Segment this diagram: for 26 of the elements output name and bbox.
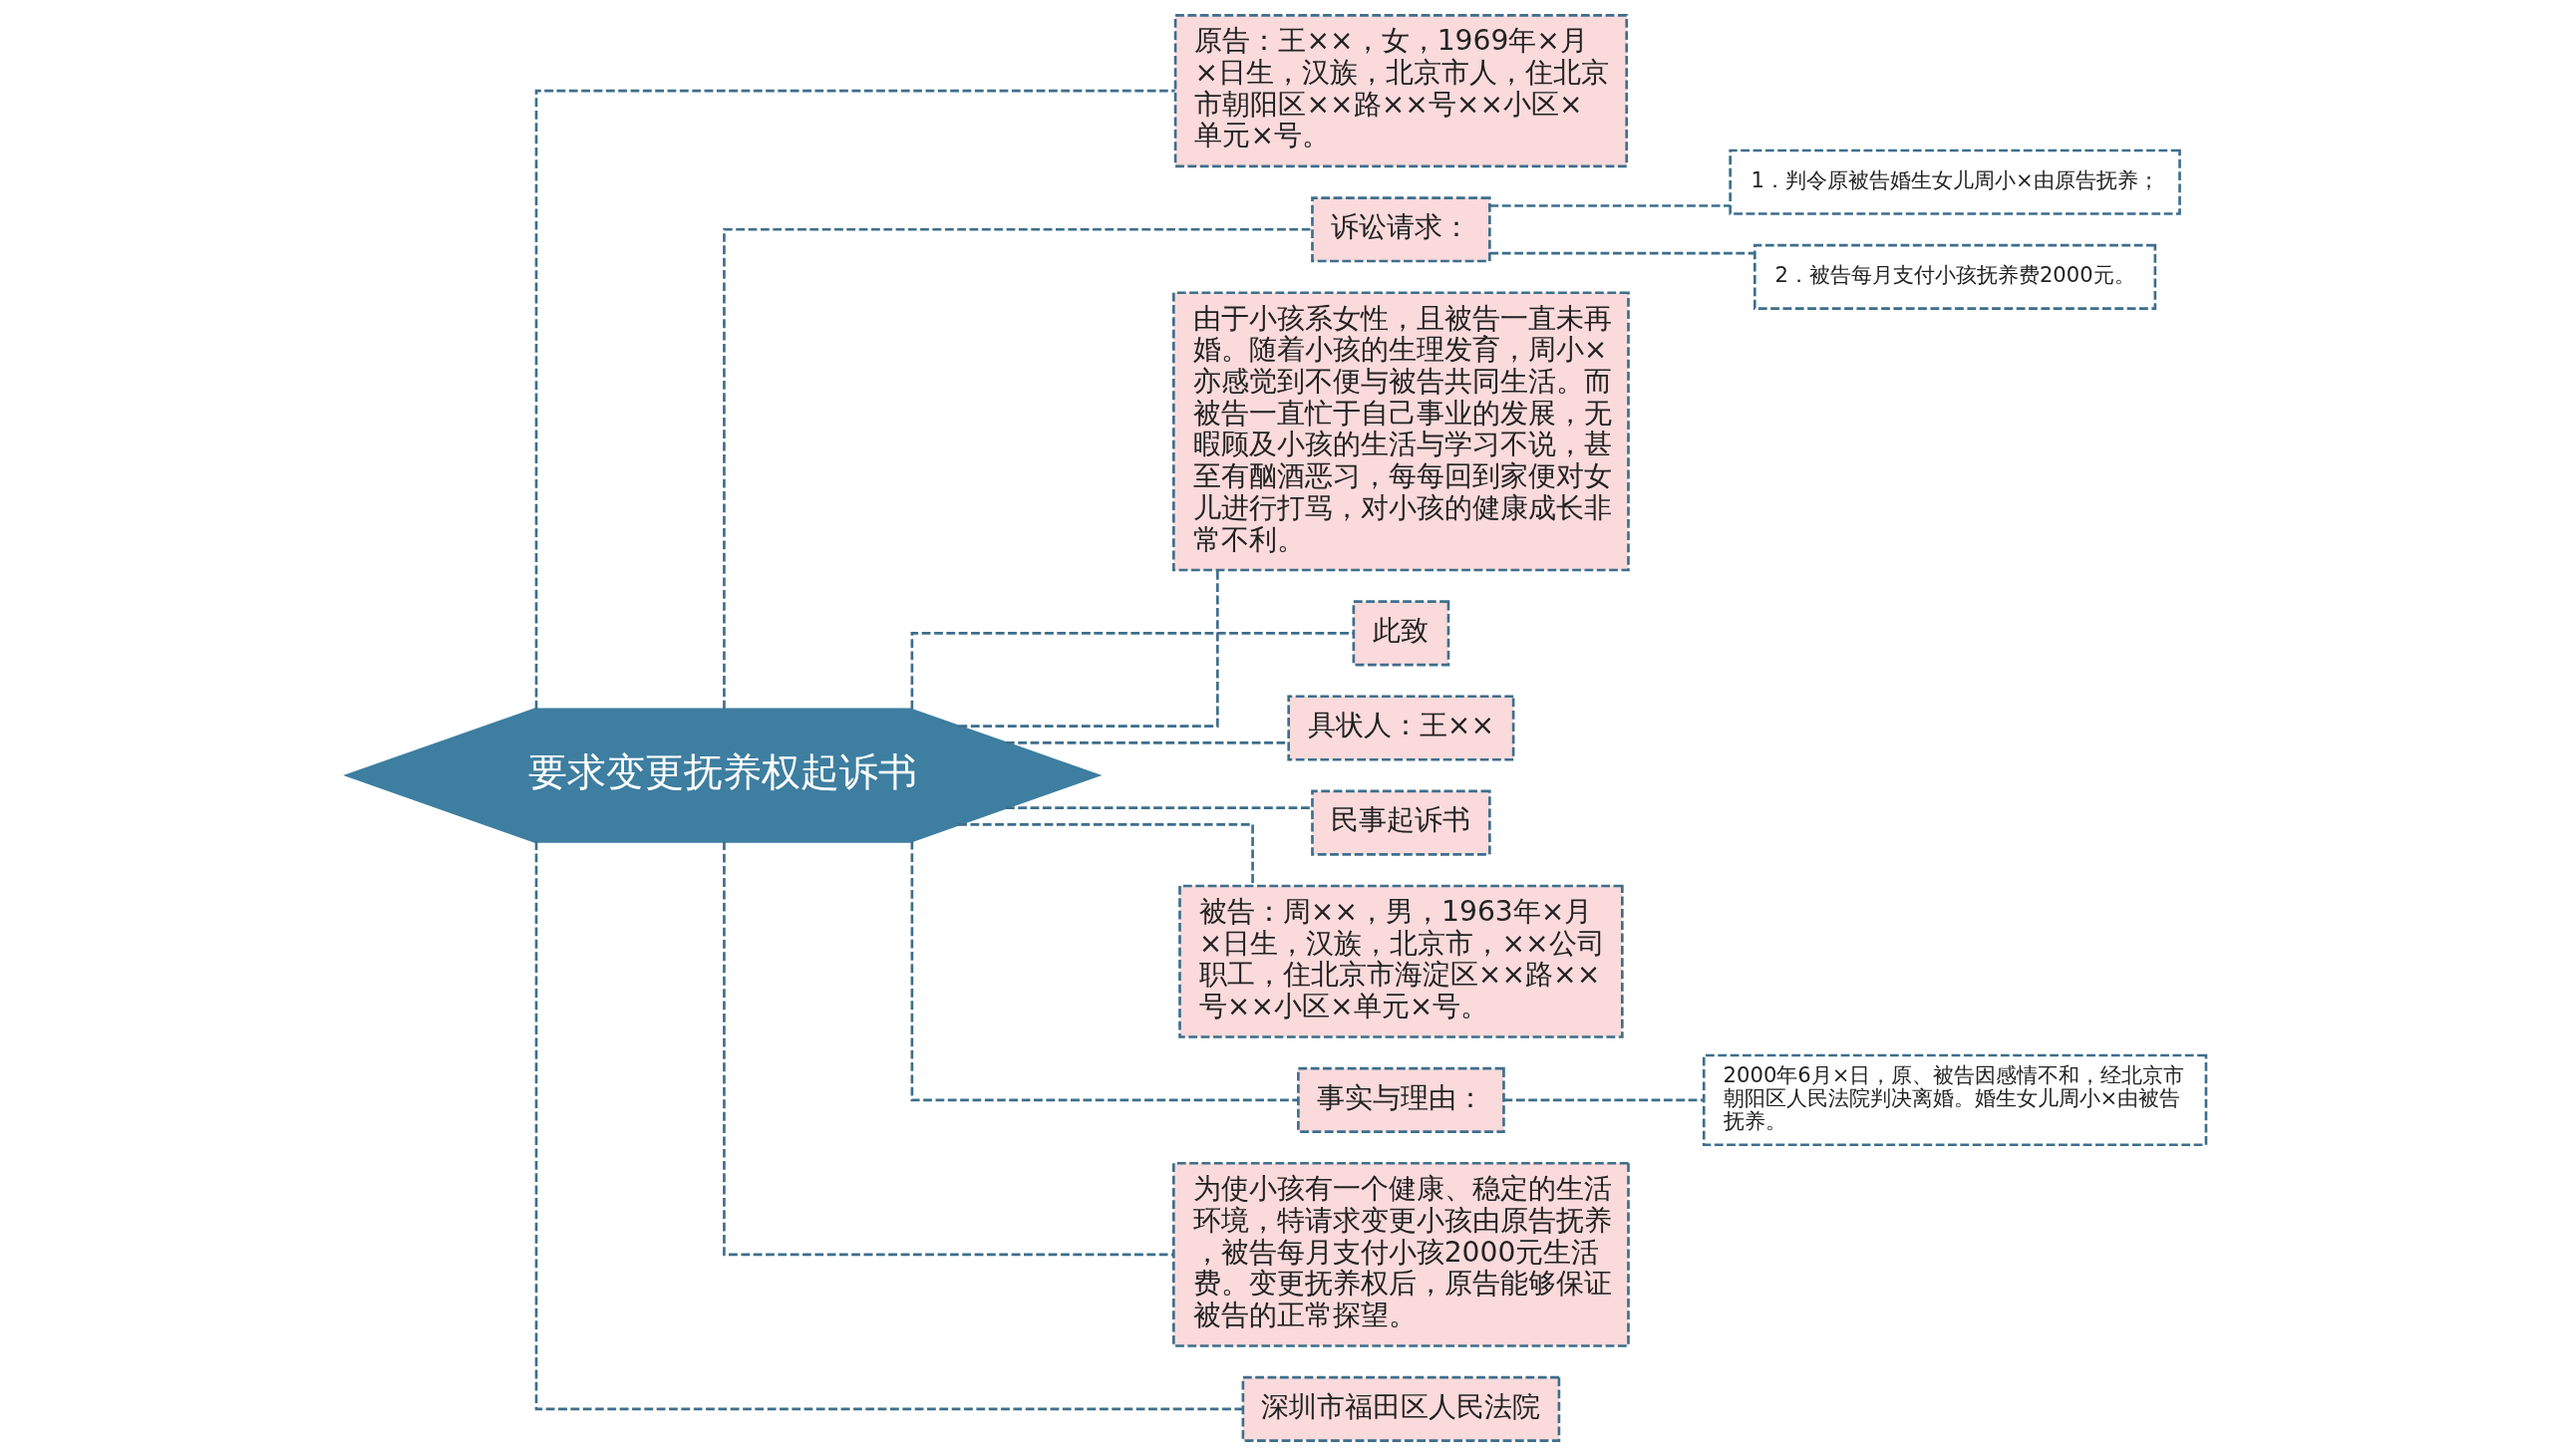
connector xyxy=(1489,204,1730,207)
connector xyxy=(1489,251,1754,255)
node-box: 事实与理由： xyxy=(1296,1066,1505,1133)
node-box: 深圳市福田区人民法院 xyxy=(1241,1375,1560,1442)
connector xyxy=(910,841,1298,1102)
connector xyxy=(534,89,1175,710)
node-box: 原告：王××，女，1969年×月×日生，汉族，北京市人，住北京市朝阳区××路××号××小区×单元×号。 xyxy=(1173,14,1628,168)
connector xyxy=(1005,806,1312,809)
node-box: 2．被告每月支付小孩抚养费2000元。 xyxy=(1753,243,2156,310)
node-box: 1．判令原被告婚生女儿周小×由原告抚养； xyxy=(1728,148,2181,215)
node-box: 具状人：王×× xyxy=(1286,695,1514,761)
connector xyxy=(910,632,1353,710)
node-box: 由于小孩系女性，且被告一直未再婚。随着小孩的生理发育，周小×亦感觉到不便与被告共同生活。而被告一直忙于自己事业的发展，无暇顾及小孩的生活与学习不说，甚至有酗酒恶习，每每回到家便对女儿进行打骂，对小孩的健康成长非常不利。 xyxy=(1171,291,1630,572)
node-box: 2000年6月×日，原、被告因感情不和，经北京市朝阳区人民法院判决离婚。婚生女儿周小×由被告抚养。 xyxy=(1702,1053,2207,1147)
connector xyxy=(1503,1098,1704,1102)
connector xyxy=(722,841,1173,1257)
node-box: 被告：周××，男，1963年×月×日生，汉族，北京市，××公司职工，住北京市海淀区××路××号××小区×单元×号。 xyxy=(1177,884,1624,1038)
node-box: 此致 xyxy=(1352,600,1449,667)
connector xyxy=(722,228,1312,710)
connector xyxy=(957,823,1254,886)
node-box: 民事起诉书 xyxy=(1310,789,1491,856)
connector xyxy=(534,841,1243,1411)
connector xyxy=(1005,741,1288,744)
node-box: 为使小孩有一个健康、稳定的生活环境，特请求变更小孩由原告抚养，被告每月支付小孩2000元生活费。变更抚养权后，原告能够保证被告的正常探望。 xyxy=(1171,1162,1630,1347)
node-box: 诉讼请求： xyxy=(1310,196,1491,263)
connector xyxy=(957,570,1219,728)
